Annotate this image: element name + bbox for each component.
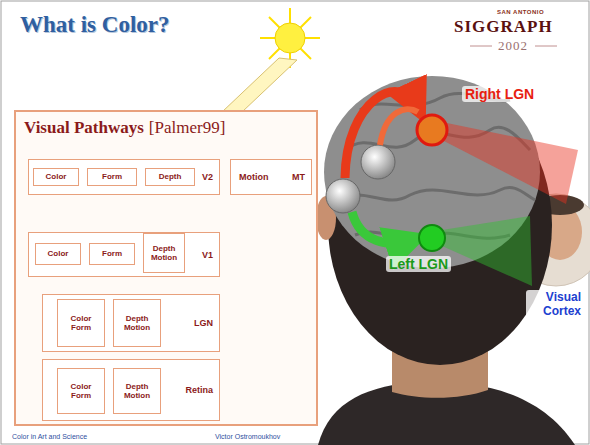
feature-label: Color Form (64, 314, 98, 332)
feature-box: Depth Motion (143, 233, 185, 273)
feature-label: Form (102, 172, 122, 181)
logo-text: SAN ANTONIO (497, 9, 544, 15)
logo-text: 2002 (498, 38, 528, 54)
box-text-holder: Depth Motion (147, 244, 181, 262)
slide-title: What is Color? (20, 12, 170, 38)
logo-ornament (470, 46, 492, 47)
stage-label: V2 (202, 172, 213, 182)
feature-label: Depth Motion (120, 314, 154, 332)
feature-box: Form (89, 243, 135, 265)
feature-box: Color (33, 168, 79, 186)
eye-sphere (361, 145, 395, 179)
area-label: Visual Cortex (526, 290, 584, 320)
panel-heading-text: [Palmer99] (149, 118, 225, 137)
feature-label: Motion (239, 172, 269, 182)
box-text-holder: Color Form (64, 314, 98, 332)
box-text-holder: Depth (159, 172, 182, 181)
optic-arrow (380, 109, 418, 145)
feature-box: Color Form (57, 368, 105, 414)
footer-text: Victor Ostromoukhov (215, 433, 280, 440)
box-text-holder: Depth Motion (120, 314, 154, 332)
projection-cone (442, 216, 532, 286)
stage-label: Retina (185, 385, 213, 395)
box-text-holder: Color Form (64, 382, 98, 400)
logo-text: SIGGRAPH (454, 17, 553, 37)
brain-fold (340, 187, 535, 200)
feature-label: Color (48, 249, 69, 258)
stage-band: V1 Color Form Depth Motion (28, 232, 220, 277)
stage-label: MT (292, 172, 305, 182)
box-text-holder: Color (48, 249, 69, 258)
area-label: Right LGN (462, 86, 537, 102)
optic-arrow (352, 212, 412, 243)
box-text-holder: Color (46, 172, 67, 181)
sun-ray (269, 17, 311, 59)
feature-box: Form (87, 168, 137, 186)
sun-ray (269, 17, 311, 59)
projection-cone (442, 122, 578, 204)
box-text-holder: Form (102, 172, 122, 181)
sun-disc (275, 23, 305, 53)
stage-band: V2 Color Form Depth (28, 159, 220, 195)
lgn-dot (419, 225, 445, 251)
feature-label: Depth Motion (147, 244, 181, 262)
panel-heading: Visual Pathways [Palmer99] (24, 118, 225, 138)
feature-label: Form (102, 249, 122, 258)
stage-band: Motion MT (230, 159, 312, 195)
feature-box: Depth Motion (113, 299, 161, 347)
stage-label: LGN (194, 318, 213, 328)
logo-ornament (535, 46, 557, 47)
optic-arrow (345, 92, 418, 178)
lgn-dot (417, 115, 447, 145)
feature-box: Depth (145, 168, 195, 186)
feature-label: Color Form (64, 382, 98, 400)
feature-box: Color (35, 243, 81, 265)
footer-text: Color in Art and Science (12, 433, 87, 440)
box-text-holder: Depth Motion (120, 382, 154, 400)
feature-box: Color Form (57, 299, 105, 347)
feature-label: Color (46, 172, 67, 181)
feature-label: Depth Motion (120, 382, 154, 400)
stage-band: LGN Color Form Depth Motion (42, 294, 220, 352)
light-beam (222, 58, 297, 112)
stage-label: V1 (202, 250, 213, 260)
feature-label: Depth (159, 172, 182, 181)
eye-sphere (326, 179, 360, 213)
panel-heading-text: Visual Pathways (24, 118, 144, 137)
area-label: Left LGN (386, 256, 451, 272)
feature-box: Depth Motion (113, 368, 161, 414)
box-text-holder: Form (102, 249, 122, 258)
pathway-panel: Visual Pathways[Palmer99]V2ColorFormDept… (14, 110, 318, 426)
stage-band: Retina Color Form Depth Motion (42, 359, 220, 421)
